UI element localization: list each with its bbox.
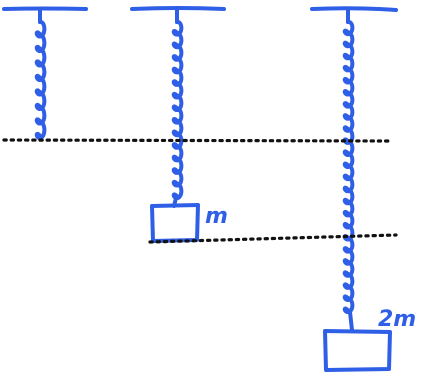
reference-line-1 [2,138,390,143]
ceiling-3 [310,6,398,12]
spring-3 [342,20,355,314]
mass-label-1: m [205,204,228,229]
spring-2 [171,20,184,200]
ceiling-1 [2,6,88,11]
mass-block-2 [323,329,392,372]
connector-2 [348,310,354,332]
mass-block-1 [150,203,200,243]
spring-1 [34,20,47,140]
reference-line-2 [148,233,398,244]
mass-label-2: 2m [378,307,416,332]
